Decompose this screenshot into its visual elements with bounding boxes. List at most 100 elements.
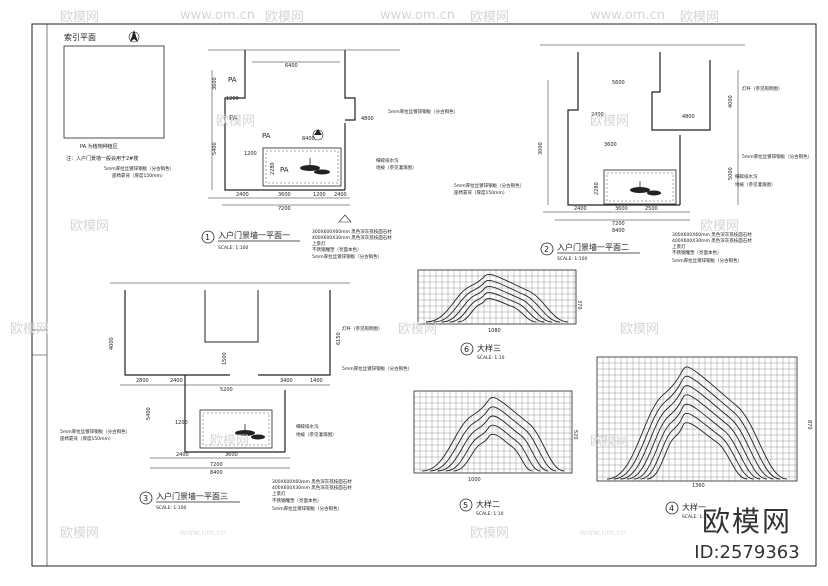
plan-3 xyxy=(110,282,350,505)
plan1-note: 上景灯 xyxy=(312,240,326,247)
detail6-title: 大样三 xyxy=(477,343,501,353)
plan3-notes: 灯杆（参见照明图） 5mm厚拉丝镀锌钢板（分古铜色） 5mm厚拉丝镀锌钢板（分古… xyxy=(60,325,412,512)
plan2-dim-0: 5600 xyxy=(612,80,625,86)
detail5-scale: SCALE: 1:10 xyxy=(476,511,504,517)
plan2-dim-4: 3000 xyxy=(538,142,544,155)
arch-contour xyxy=(633,403,761,480)
arch-contour xyxy=(620,385,774,480)
plan3-dim-1: 2400 xyxy=(170,378,183,384)
arch-contour xyxy=(457,298,537,323)
plan2-scale: SCALE: 1:100 xyxy=(557,256,587,262)
brand-logo: 欧模网 xyxy=(701,505,792,538)
plan2-note: 不锈钢雕塑（亮面本色） xyxy=(672,249,722,256)
plan3-dim-10: 2400 xyxy=(176,452,189,458)
pa-note: PA 为植物种植区 xyxy=(80,143,118,150)
plan3-dim-0: 2800 xyxy=(136,378,149,384)
plan3-note: 5mm厚拉丝镀锌钢板（分古铜色） xyxy=(272,505,342,512)
plan1-dim-11: 7200 xyxy=(278,206,291,212)
plan2-dim-3: 4800 xyxy=(682,114,695,120)
sheet-frame xyxy=(31,23,817,567)
plan3-note: 400X600X30mm 黑色深灰荔枝面石材 xyxy=(272,484,352,491)
plan2-note: 座椅靠背（厚度150mm） xyxy=(454,189,507,196)
detail5-number: 5 xyxy=(463,501,468,510)
plan1-note: 5mm厚拉丝镀锌钢板（分古铜色） xyxy=(388,108,458,115)
arch-contour xyxy=(613,375,781,480)
detail6-scale: SCALE: 1:10 xyxy=(477,355,505,361)
sculpture-icon xyxy=(235,424,265,440)
plan2-dim-12: 2280 xyxy=(594,182,600,195)
sculpture-icon xyxy=(300,158,330,175)
plan2-note: 上景灯 xyxy=(672,243,686,250)
plan3-dim-2: 5200 xyxy=(220,387,233,393)
plan1-note: 地被（参见灌溉图） xyxy=(376,164,417,171)
plan2-dim-2: 3600 xyxy=(604,142,617,148)
plan1-dim-8: 3600 xyxy=(278,192,291,198)
plan1-dim-2: 1200 xyxy=(226,96,239,102)
plan1-pa: PA xyxy=(262,132,271,140)
arch-contour xyxy=(453,434,533,472)
plan2-number-circle xyxy=(540,242,554,256)
plan1-note: 5mm厚拉丝镀锌钢板（分古铜色） xyxy=(104,165,174,172)
plan1-dim-9: 1200 xyxy=(313,192,326,198)
plan1-note: 5mm厚拉丝镀锌钢板（分古铜色） xyxy=(312,253,382,260)
plan2-note: 300X600X60mm 黑色深灰荔枝面石材 xyxy=(672,231,752,238)
plan3-dim-6: 6150 xyxy=(336,332,342,345)
plan3-note: 不锈钢雕塑（亮面本色） xyxy=(272,497,322,504)
plan2-note: 灯杆（参见照明图） xyxy=(742,85,783,92)
plan2-dim-6: 5000 xyxy=(728,167,734,180)
plan1-note: 细碎排水沟 xyxy=(376,157,399,164)
plan3-dim-7: 1500 xyxy=(222,352,228,365)
plan3-dim-3: 3400 xyxy=(280,378,293,384)
arch-contour xyxy=(441,286,553,323)
plan1-pa: PA xyxy=(228,76,237,84)
detail4-height: 870 xyxy=(806,420,812,430)
plan1-dim-4: 5400 xyxy=(212,142,218,155)
plan1-dim-3: 4800 xyxy=(361,116,374,122)
sculpture-icon xyxy=(630,181,661,196)
detail5-title: 大样二 xyxy=(476,499,500,509)
detail5-number-circle xyxy=(459,498,473,512)
detail4-width: 1360 xyxy=(692,483,705,489)
detail6-height: 370 xyxy=(576,300,582,310)
plan3-note: 地被（参见灌溉图） xyxy=(296,431,337,438)
detail5-height: 520 xyxy=(572,430,578,440)
plan2-notes: 灯杆（参见照明图） 5mm厚拉丝镀锌钢板（分古铜色） 5mm厚拉丝镀锌钢板（分古… xyxy=(454,85,812,264)
plan1-title: 入户门景墙一平面一 xyxy=(218,230,290,240)
plan1-dimensions: 6400 3600 1200 4800 5400 2280 1200 2400 … xyxy=(212,63,374,212)
arch-contour xyxy=(640,412,754,480)
detail-5-grid xyxy=(413,390,573,474)
detail4-title: 大样一 xyxy=(682,502,706,512)
detail4-number-circle xyxy=(665,501,679,515)
detail6-number-circle xyxy=(460,342,474,356)
plan3-note: 上景灯 xyxy=(272,490,286,497)
brand-id: ID:2579363 xyxy=(694,542,800,563)
plan3-note: 灯杆（参见照明图） xyxy=(342,325,383,332)
plan1-dim-10: 2400 xyxy=(334,192,347,198)
plan3-dimensions: 2800 2400 5200 3400 1400 4000 6150 1500 … xyxy=(109,332,342,476)
plan3-dim-9: 1200 xyxy=(175,420,188,426)
detail6-width: 1080 xyxy=(488,328,501,334)
plan2-number: 2 xyxy=(544,245,549,254)
plan3-dim-11: 7200 xyxy=(210,462,223,468)
plan2-dim-8: 3600 xyxy=(615,206,628,212)
plan1-dim-0: 6400 xyxy=(285,63,298,69)
entrance-note: 注：入户门景墙一般会用于2#楼 xyxy=(66,155,138,162)
plan1-note: 座椅靠背（厚度150mm） xyxy=(112,172,165,179)
index-title: 索引平面 xyxy=(64,32,96,42)
plan2-note: 5mm厚拉丝镀锌钢板（分古铜色） xyxy=(672,257,742,264)
plan1-note: 400X600X30mm 黑色深灰荔枝面石材 xyxy=(312,234,392,241)
arch-contour xyxy=(646,422,748,480)
index-plan-box xyxy=(63,45,165,139)
plan1-scale: SCALE: 1:100 xyxy=(218,245,248,251)
plan3-dim-13: 5400 xyxy=(146,407,152,420)
arch-contour xyxy=(421,397,565,472)
plan3-dim-8: 3600 xyxy=(225,452,238,458)
detail-frame xyxy=(417,269,577,325)
detail-4-grid xyxy=(596,356,798,482)
plan3-dim-5: 4000 xyxy=(109,337,115,350)
detail4-number: 4 xyxy=(669,504,674,513)
plan1-dim-5: 2280 xyxy=(270,162,276,175)
detail-6-grid xyxy=(417,269,577,325)
